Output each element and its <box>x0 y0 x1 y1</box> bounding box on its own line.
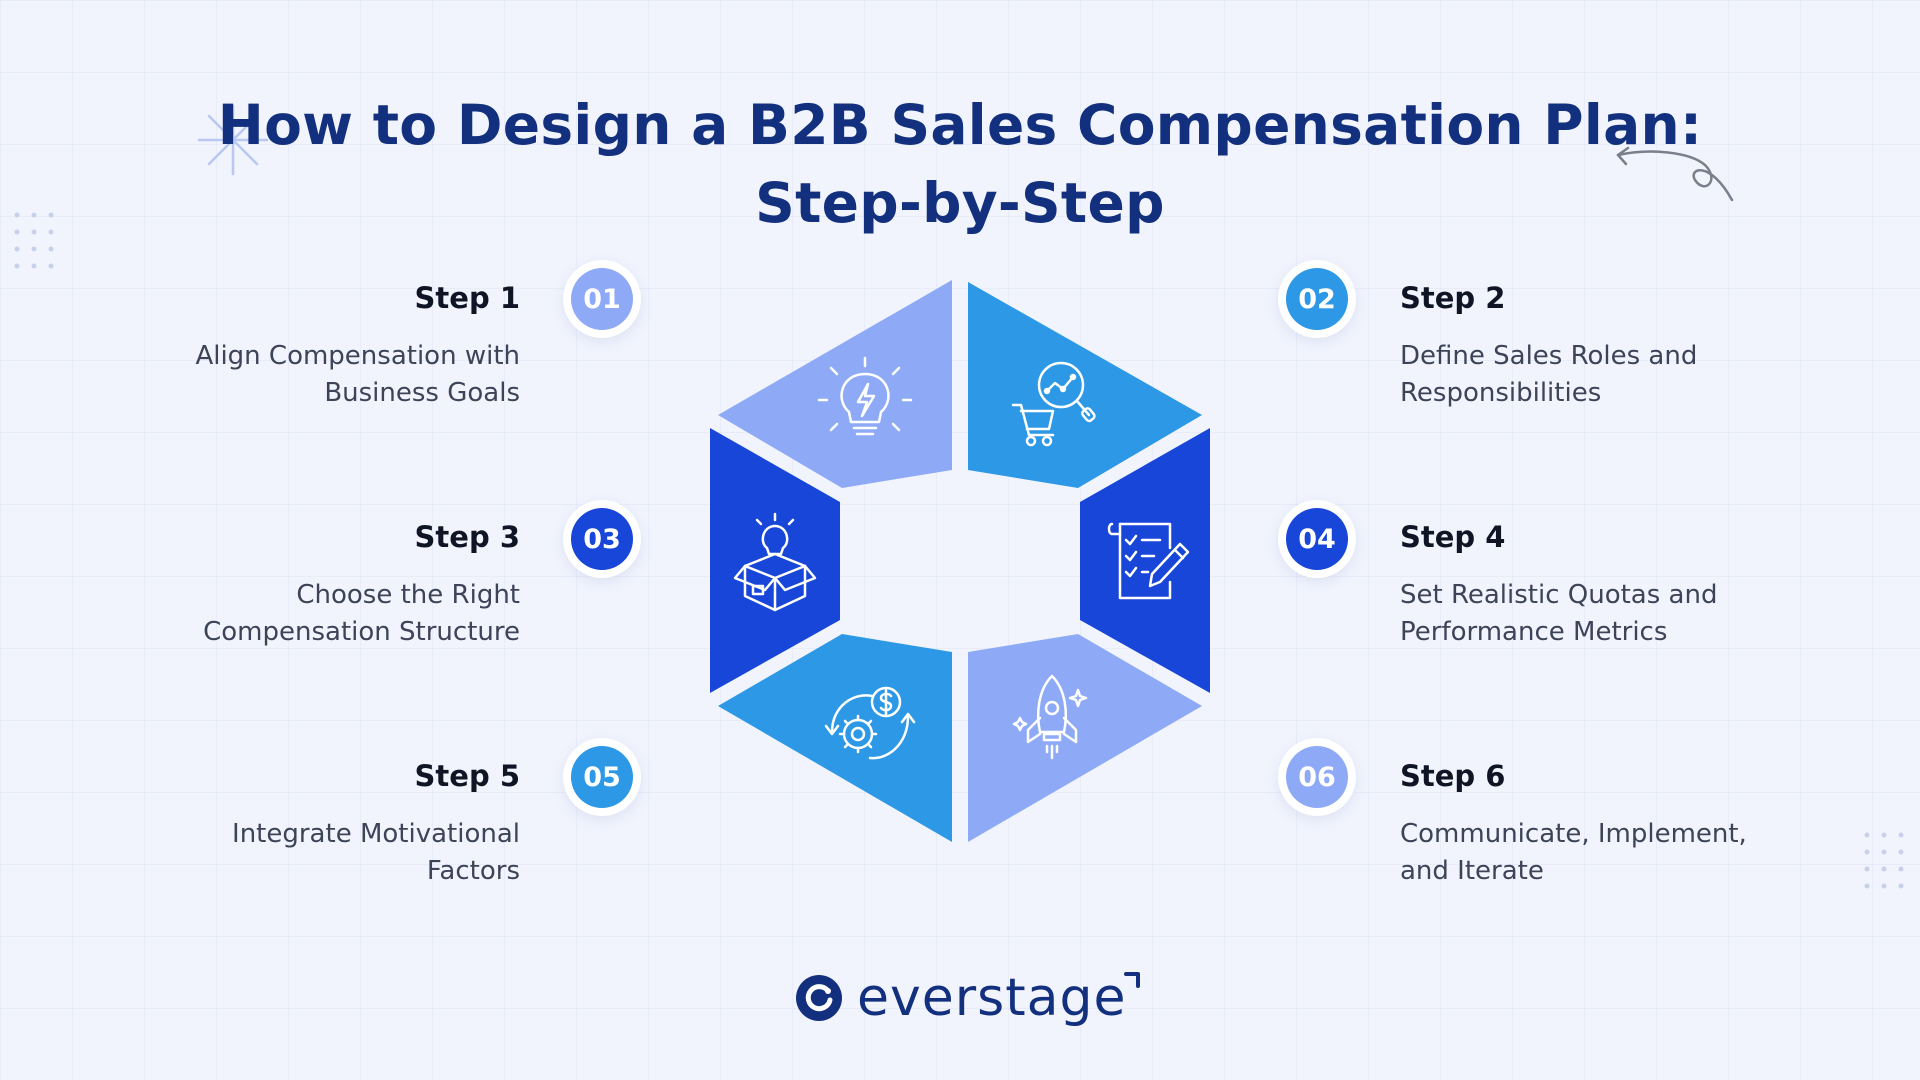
step-6-description: Communicate, Implement, and Iterate <box>1400 816 1820 890</box>
step-3-number-badge: 03 <box>571 508 633 570</box>
step-4-desc-line-1: Set Realistic Quotas and <box>1400 580 1718 610</box>
step-2-desc-line-1: Define Sales Roles and <box>1400 341 1698 371</box>
step-3-desc-line-1: Choose the Right <box>296 580 520 610</box>
sparkle-decoration-icon <box>197 104 269 176</box>
gear-dollar-cycle-icon <box>824 686 916 760</box>
step-3-desc-line-2: Compensation Structure <box>203 617 520 647</box>
title-line-2: Step-by-Step <box>755 171 1165 235</box>
lightbulb-bolt-icon <box>817 356 913 436</box>
hex-segment-2 <box>968 282 1202 488</box>
step-1: Step 1 Align Compensation with Business … <box>100 278 520 412</box>
step-2: Step 2 Define Sales Roles and Responsibi… <box>1400 278 1820 412</box>
step-6-title: Step 6 <box>1400 759 1506 793</box>
step-2-description: Define Sales Roles and Responsibilities <box>1400 338 1820 412</box>
logo-wordmark: everstage <box>857 968 1127 1028</box>
step-4: Step 4 Set Realistic Quotas and Performa… <box>1400 517 1820 651</box>
step-4-title: Step 4 <box>1400 520 1506 554</box>
step-4-number-badge: 04 <box>1286 508 1348 570</box>
step-5-description: Integrate Motivational Factors <box>100 816 520 890</box>
hex-segment-3 <box>710 428 840 693</box>
hex-segment-5 <box>718 634 952 842</box>
step-4-description: Set Realistic Quotas and Performance Met… <box>1400 577 1820 651</box>
step-6: Step 6 Communicate, Implement, and Itera… <box>1400 756 1820 890</box>
step-3-description: Choose the Right Compensation Structure <box>100 577 520 651</box>
step-3-title: Step 3 <box>414 520 520 554</box>
step-5-number-badge: 05 <box>571 746 633 808</box>
step-6-desc-line-2: and Iterate <box>1400 856 1544 886</box>
logo-mark-accent <box>1124 972 1141 988</box>
step-6-desc-line-1: Communicate, Implement, <box>1400 819 1747 849</box>
step-1-desc-line-2: Business Goals <box>324 378 520 408</box>
dot-grid-decoration-left <box>14 212 54 269</box>
step-1-number-badge: 01 <box>571 268 633 330</box>
checklist-pencil-icon <box>1107 522 1190 600</box>
everstage-logo-icon <box>796 975 842 1021</box>
step-1-desc-line-1: Align Compensation with <box>195 341 520 371</box>
hex-segment-1 <box>718 280 952 488</box>
curly-arrow-decoration-icon <box>1616 146 1734 202</box>
shopping-cart-analytics-icon <box>1011 361 1096 447</box>
step-2-title: Step 2 <box>1400 281 1506 315</box>
step-5: Step 5 Integrate Motivational Factors <box>100 756 520 890</box>
step-6-number-badge: 06 <box>1286 746 1348 808</box>
page-title: How to Design a B2B Sales Compensation P… <box>0 86 1920 242</box>
hex-segment-6 <box>968 634 1202 842</box>
title-line-1: How to Design a B2B Sales Compensation P… <box>217 93 1703 157</box>
idea-box-icon <box>733 512 817 612</box>
step-4-desc-line-2: Performance Metrics <box>1400 617 1668 647</box>
hex-segment-4 <box>1080 428 1210 693</box>
step-2-number-badge: 02 <box>1286 268 1348 330</box>
step-5-desc-line-1: Integrate Motivational <box>232 819 520 849</box>
step-5-desc-line-2: Factors <box>426 856 520 886</box>
everstage-logo: everstage <box>795 968 1144 1028</box>
step-5-title: Step 5 <box>414 759 520 793</box>
step-3: Step 3 Choose the Right Compensation Str… <box>100 517 520 651</box>
step-1-description: Align Compensation with Business Goals <box>100 338 520 412</box>
rocket-icon <box>1012 674 1088 760</box>
step-2-desc-line-2: Responsibilities <box>1400 378 1602 408</box>
step-1-title: Step 1 <box>414 281 520 315</box>
dot-grid-decoration-right <box>1864 832 1904 889</box>
